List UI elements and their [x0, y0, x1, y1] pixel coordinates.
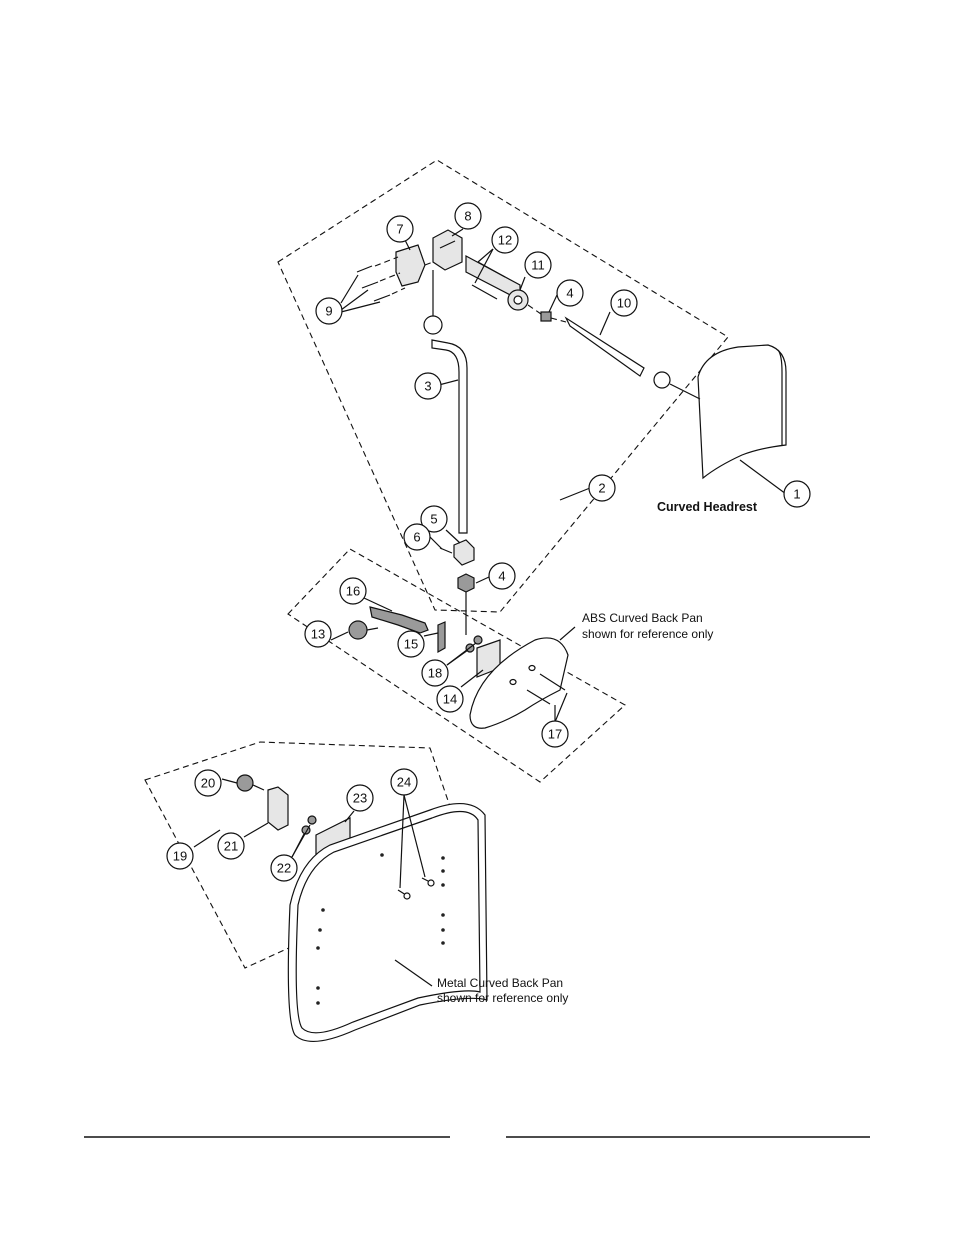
svg-text:24: 24: [397, 775, 411, 790]
callout-21: 21: [217, 832, 245, 860]
metal-back-pan: [287, 803, 488, 1043]
callout-19: 19: [166, 842, 194, 870]
svg-text:15: 15: [404, 637, 418, 652]
svg-text:13: 13: [311, 627, 325, 642]
abs-back-pan: [469, 637, 569, 729]
svg-text:10: 10: [617, 296, 631, 311]
callout-4-top: 4: [556, 279, 584, 307]
extension-tube: [564, 316, 671, 389]
svg-text:14: 14: [443, 692, 457, 707]
screws-9: [356, 256, 406, 302]
svg-text:17: 17: [548, 727, 562, 742]
clamp-plate-7: [395, 244, 426, 287]
nut-4-top: [540, 311, 552, 322]
callout-4-lower: 4: [488, 562, 516, 590]
svg-text:22: 22: [277, 861, 291, 876]
clamp-body-8: [432, 229, 463, 271]
caption-curved-headrest: Curved Headrest: [657, 500, 758, 514]
callout-15: 15: [397, 630, 425, 658]
nuts-18: [473, 635, 483, 645]
callout-20: 20: [194, 769, 222, 797]
callout-1: 1: [783, 480, 811, 508]
caption-abs-pan-title: ABS Curved Back Pan: [582, 611, 703, 625]
svg-text:21: 21: [224, 839, 238, 854]
caption-metal-pan-note: shown for reference only: [437, 991, 568, 1005]
callout-2: 2: [588, 474, 616, 502]
svg-text:19: 19: [173, 849, 187, 864]
svg-text:4: 4: [498, 569, 505, 584]
svg-text:5: 5: [430, 512, 437, 527]
svg-text:2: 2: [598, 481, 605, 496]
callout-13: 13: [304, 620, 332, 648]
callout-22: 22: [270, 854, 298, 882]
svg-text:12: 12: [498, 233, 512, 248]
group-2-boundary: [277, 159, 729, 613]
callout-9: 9: [315, 297, 343, 325]
leader-lines: [193, 228, 787, 987]
svg-text:8: 8: [464, 209, 471, 224]
bracket-21: [267, 786, 289, 831]
screws-17: [509, 664, 566, 705]
screws-12: [471, 261, 506, 300]
callout-3: 3: [414, 372, 442, 400]
svg-text:7: 7: [396, 222, 403, 237]
callout-14: 14: [436, 685, 464, 713]
callout-18: 18: [421, 659, 449, 687]
callout-17: 17: [541, 720, 569, 748]
nut-4-lower: [457, 573, 475, 593]
nut-22: [307, 815, 317, 825]
svg-text:16: 16: [346, 584, 360, 599]
lever-handle-16: [369, 606, 429, 634]
callout-16: 16: [339, 577, 367, 605]
svg-text:1: 1: [793, 487, 800, 502]
knob-13: [348, 620, 379, 640]
svg-text:20: 20: [201, 776, 215, 791]
svg-text:3: 3: [424, 379, 431, 394]
callout-5: 5: [420, 505, 448, 533]
group-13-boundary: [287, 548, 626, 783]
callout-6: 6: [403, 523, 431, 551]
callout-10: 10: [610, 289, 638, 317]
callout-23: 23: [346, 784, 374, 812]
svg-text:6: 6: [413, 530, 420, 545]
headrest-pad: [697, 344, 787, 480]
bracket-15: [437, 621, 446, 654]
callout-11: 11: [524, 251, 552, 279]
svg-text:18: 18: [428, 666, 442, 681]
callout-7: 7: [386, 215, 414, 243]
vertical-post: [423, 315, 468, 534]
post-block-5: [453, 539, 475, 566]
caption-metal-pan-title: Metal Curved Back Pan: [437, 976, 563, 990]
svg-text:9: 9: [325, 304, 332, 319]
callout-24: 24: [390, 768, 418, 796]
svg-text:11: 11: [531, 258, 545, 273]
screws-24: [397, 877, 435, 900]
svg-text:4: 4: [566, 286, 573, 301]
svg-text:23: 23: [353, 791, 367, 806]
caption-abs-pan-note: shown for reference only: [582, 627, 713, 641]
callout-8: 8: [454, 202, 482, 230]
knob-20: [236, 774, 254, 792]
callout-12: 12: [491, 226, 519, 254]
